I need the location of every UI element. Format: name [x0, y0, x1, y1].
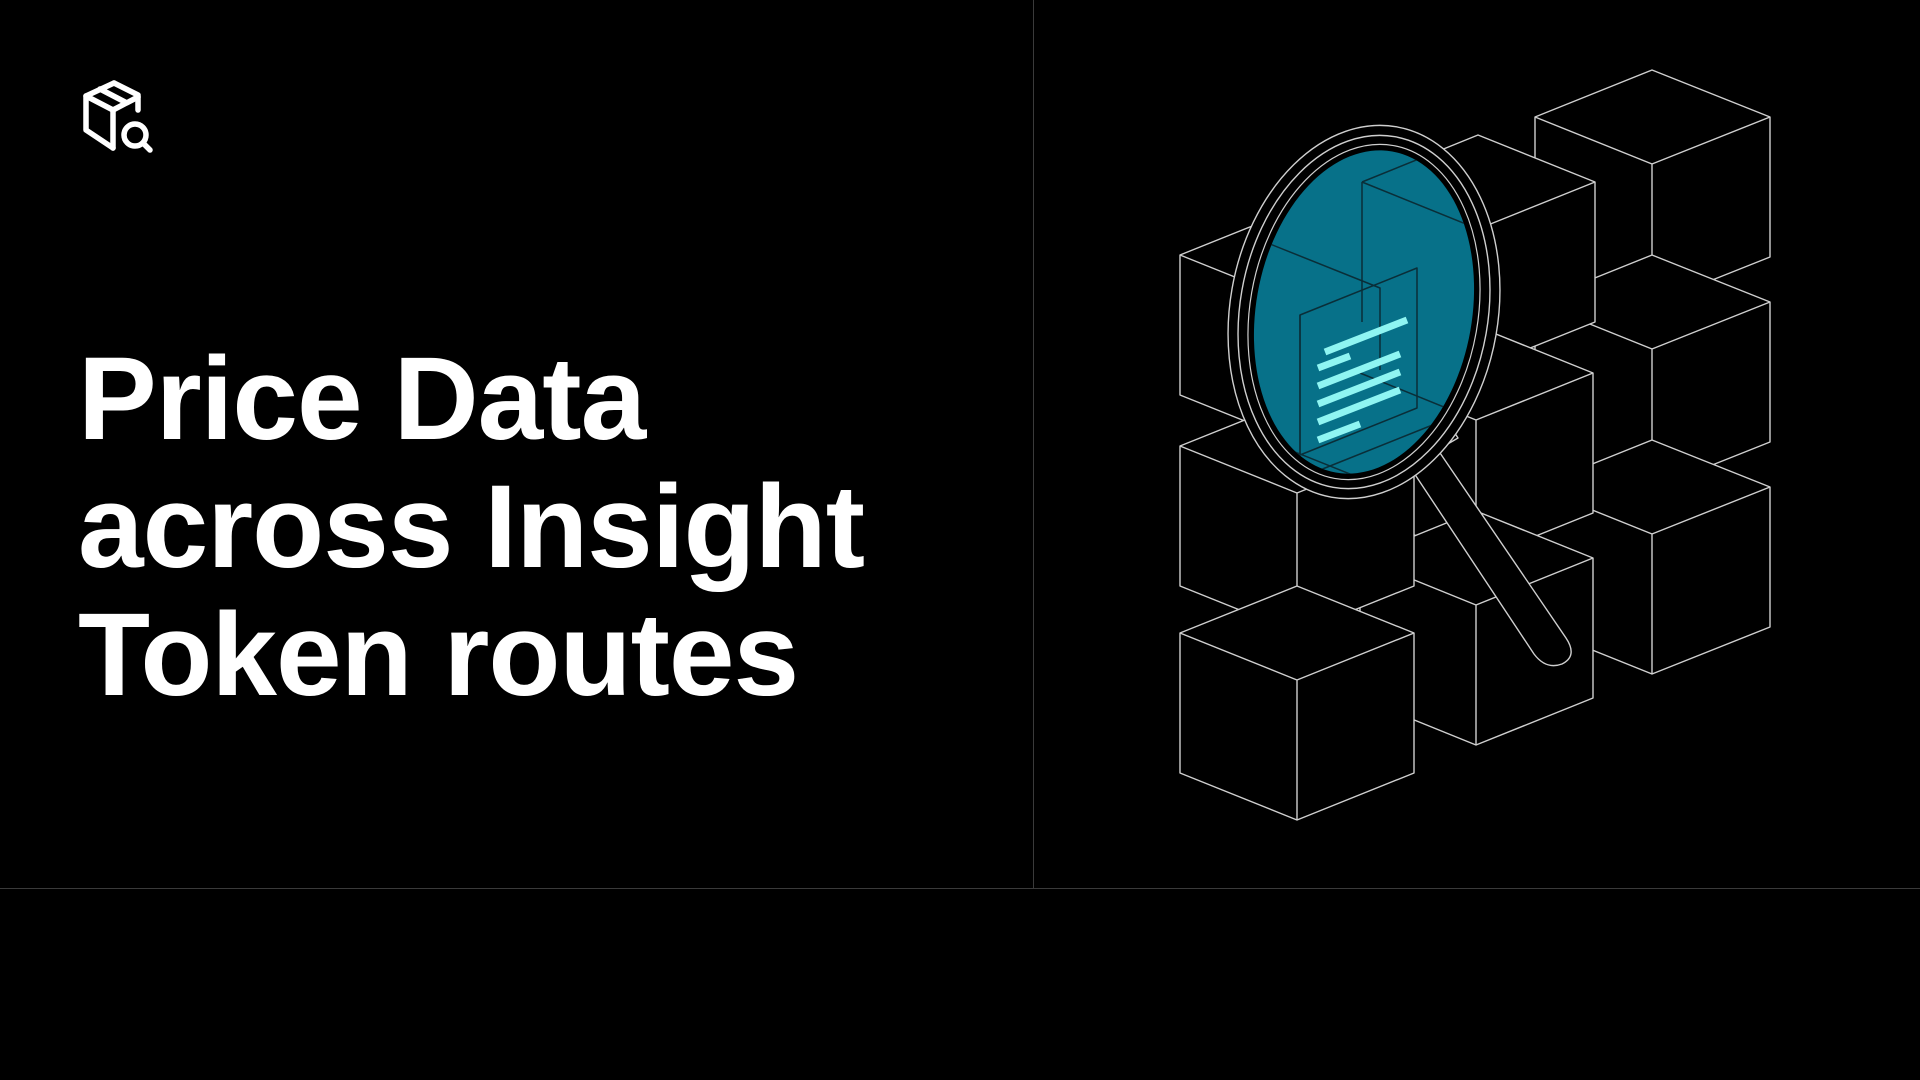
horizontal-divider [0, 888, 1920, 889]
title-line-2: across Insight [78, 461, 865, 593]
magnifier-over-cubes-icon [1179, 69, 1771, 821]
vertical-divider [1033, 0, 1034, 888]
title-line-1: Price Data [78, 333, 646, 465]
package-search-icon [83, 80, 153, 153]
page-title: Price Data across Insight Token routes [78, 333, 865, 721]
title-line-3: Token routes [78, 589, 799, 721]
